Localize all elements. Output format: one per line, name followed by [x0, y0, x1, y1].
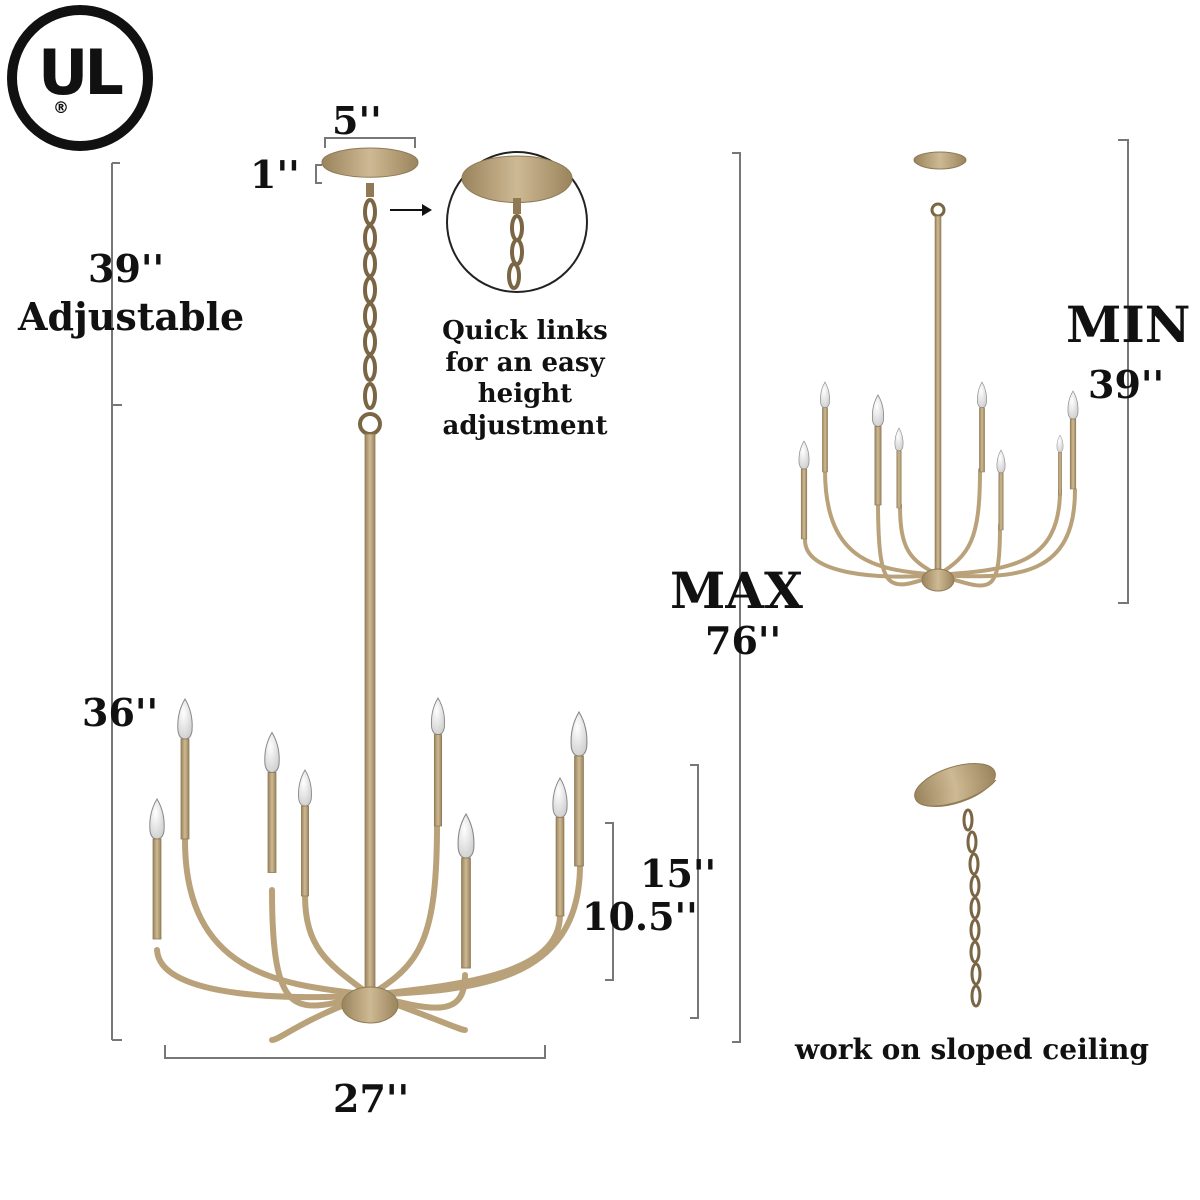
width-label: 27'' — [333, 1076, 410, 1121]
width-bracket — [164, 1045, 546, 1059]
arm-height-outer-label: 15'' — [640, 851, 717, 896]
quick-links-line-1: Quick links — [442, 316, 608, 346]
sloped-canopy — [914, 763, 997, 1008]
quick-links-line-4: adjustment — [442, 411, 608, 442]
ul-logo-text: UL — [38, 36, 124, 109]
canopy-width-label: 5'' — [332, 98, 382, 143]
sloped-ceiling-note: work on sloped ceiling — [795, 1033, 1149, 1066]
canopy-height-label: 1'' — [250, 152, 300, 197]
arrow-right-icon — [390, 204, 432, 216]
ul-logo-icon — [7, 5, 153, 151]
small-chandelier — [798, 151, 1079, 592]
max-height-value: 76'' — [705, 618, 782, 663]
quick-links-note: Quick links for an easy height adjustmen… — [440, 316, 610, 443]
fixture-height-bracket — [111, 405, 122, 1041]
chain-length-label: 39'' — [88, 246, 165, 291]
quick-links-line-2: for an easy — [445, 347, 605, 378]
main-chandelier — [149, 147, 588, 1043]
quick-links-line-3: height — [477, 379, 573, 410]
min-height-value: 39'' — [1088, 362, 1165, 407]
canopy-height-bracket — [315, 164, 322, 184]
arm-height-inner-bracket — [605, 822, 614, 981]
fixture-height-label: 36'' — [82, 690, 159, 735]
dimension-lines — [111, 137, 1129, 1059]
registered-mark: ® — [53, 98, 69, 117]
canopy-width-bracket — [324, 137, 416, 148]
max-height-bracket — [732, 152, 741, 1043]
arm-height-outer-bracket — [690, 764, 699, 1019]
min-height-bracket — [1118, 139, 1129, 604]
max-height-title: MAX — [670, 561, 803, 620]
chain-length-bracket — [111, 162, 122, 406]
min-height-title: MIN — [1066, 295, 1191, 354]
chain-adjustable-label: Adjustable — [18, 294, 245, 339]
arm-height-inner-label: 10.5'' — [582, 894, 698, 939]
zoom-circle-icon — [446, 151, 588, 293]
